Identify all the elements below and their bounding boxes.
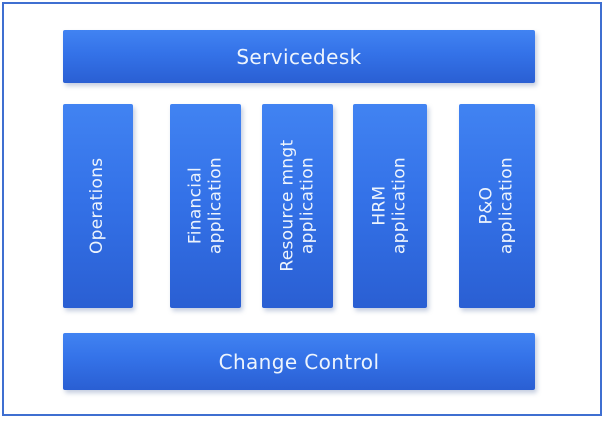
column-resource-mngt-application: Resource mngt application: [262, 104, 333, 308]
column-operations: Operations: [63, 104, 133, 308]
servicedesk-label: Servicedesk: [236, 44, 362, 69]
column-po-application-label: P&O application: [476, 157, 516, 255]
column-financial-application-label: Financial application: [184, 157, 225, 255]
column-hrm-application: HRM application: [353, 104, 427, 308]
column-hrm-application-label: HRM application: [369, 157, 409, 255]
change-control-bar: Change Control: [63, 333, 535, 390]
column-resource-mngt-application-label: Resource mngt application: [276, 139, 317, 273]
column-po-application: P&O application: [459, 104, 535, 308]
column-operations-label: Operations: [87, 157, 108, 255]
change-control-label: Change Control: [218, 349, 380, 374]
servicedesk-bar: Servicedesk: [63, 30, 535, 83]
column-financial-application: Financial application: [170, 104, 241, 308]
